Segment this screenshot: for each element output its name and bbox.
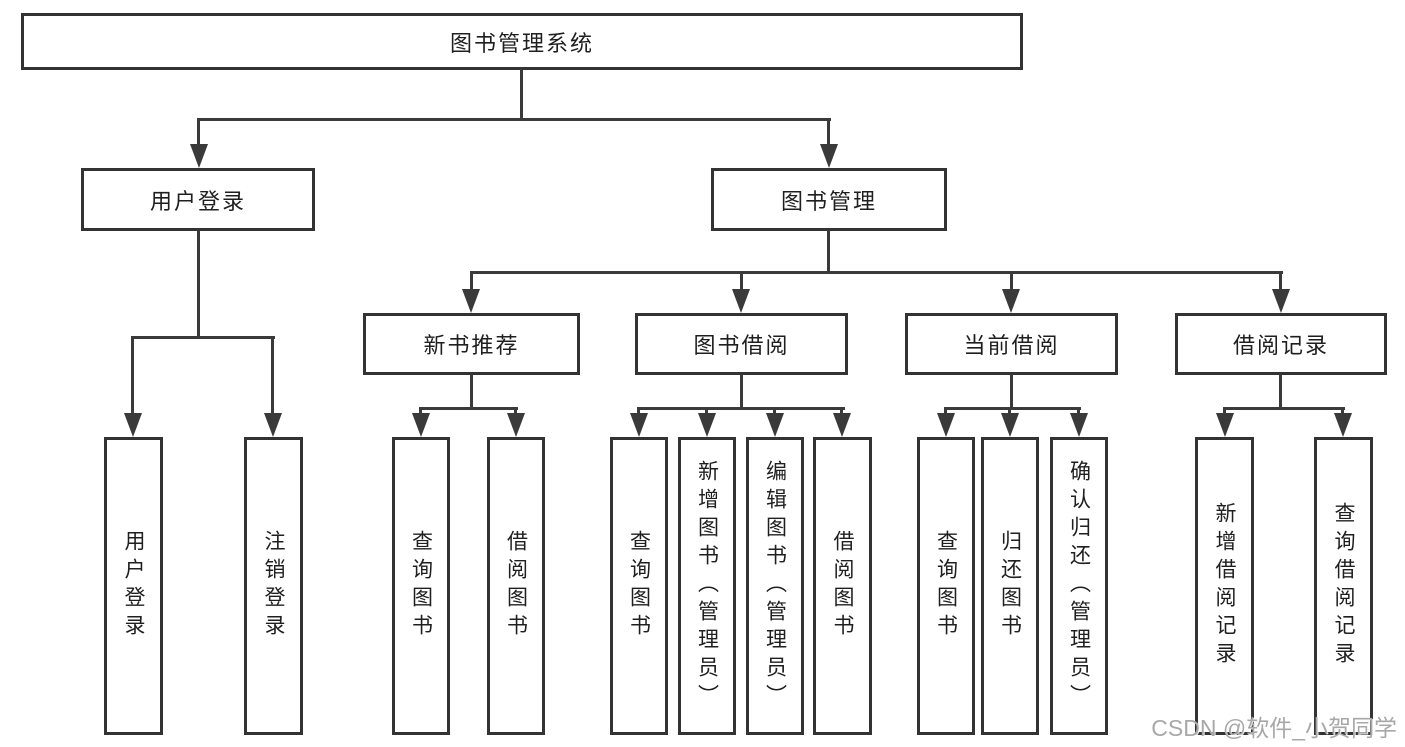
- arrow-down-icon: [1001, 413, 1019, 437]
- leaf-query-books-current: 查询图书: [917, 437, 975, 735]
- arrow-down-icon: [1334, 413, 1352, 437]
- connector-drop: [514, 407, 517, 417]
- node-book-borrowing: 图书借阅: [635, 313, 848, 375]
- arrow-down-icon: [630, 413, 648, 437]
- node-user-login: 用户登录: [81, 168, 315, 231]
- arrow-down-icon: [833, 413, 851, 437]
- connector-drop-new-book-rec: [470, 271, 473, 293]
- node-book-management: 图书管理: [711, 168, 947, 231]
- connector-current-borrow-rail: [944, 407, 1081, 410]
- node-label: 新书推荐: [423, 333, 520, 358]
- leaf-label: 查询借阅记录: [1332, 502, 1356, 670]
- leaf-label: 新增借阅记录: [1213, 502, 1237, 670]
- connector-drop: [840, 407, 843, 417]
- node-library-system: 图书管理系统: [21, 13, 1023, 70]
- connector-drop: [1077, 407, 1080, 417]
- arrow-down-icon: [507, 413, 525, 437]
- leaf-borrow-books: 借阅图书: [813, 437, 872, 735]
- leaf-confirm-return-admin: 确认归还（管理员）: [1050, 437, 1108, 735]
- node-current-borrowing: 当前借阅: [905, 313, 1118, 375]
- arrow-down-icon: [820, 144, 838, 168]
- leaf-query-books-rec: 查询图书: [392, 437, 450, 735]
- arrow-down-icon: [1002, 289, 1020, 313]
- leaf-add-books-admin: 新增图书（管理员）: [678, 437, 736, 735]
- leaf-borrow-books-rec: 借阅图书: [487, 437, 545, 735]
- node-label: 用户登录: [149, 188, 246, 214]
- leaf-label: 注销登录: [262, 530, 286, 642]
- arrow-down-icon: [1070, 413, 1088, 437]
- leaf-label: 确认归还（管理员）: [1067, 460, 1091, 712]
- node-borrowing-records: 借阅记录: [1175, 313, 1387, 375]
- connector-drop: [1008, 407, 1011, 417]
- node-new-book-recommendation: 新书推荐: [363, 313, 580, 375]
- connector-drop-leaf-logout: [271, 336, 274, 416]
- leaf-edit-books-admin: 编辑图书（管理员）: [746, 437, 804, 735]
- leaf-label: 新增图书（管理员）: [695, 460, 719, 712]
- connector-new-book-rec-stem: [470, 374, 473, 409]
- leaf-label: 借阅图书: [504, 530, 528, 642]
- connector-drop-user-login: [197, 118, 200, 148]
- connector-drop-book-borrow: [740, 271, 743, 293]
- connector-user-login-rail: [131, 336, 275, 339]
- csdn-watermark: CSDN @软件_小贺同学: [1151, 715, 1397, 741]
- arrow-down-icon: [412, 413, 430, 437]
- arrow-down-icon: [264, 413, 282, 437]
- connector-drop-borrow-records: [1279, 271, 1282, 293]
- connector-drop: [1223, 407, 1226, 417]
- node-label: 图书管理系统: [449, 30, 594, 56]
- leaf-label: 查询图书: [409, 530, 433, 642]
- arrow-down-icon: [937, 413, 955, 437]
- connector-borrow-records-stem: [1279, 374, 1282, 409]
- connector-book-mgmt-rail: [470, 271, 1283, 274]
- arrow-down-icon: [732, 289, 750, 313]
- node-label: 借阅记录: [1232, 333, 1329, 358]
- connector-drop: [419, 407, 422, 417]
- connector-root-stem: [520, 69, 523, 120]
- connector-drop-book-mgmt: [827, 118, 830, 148]
- connector-drop: [705, 407, 708, 417]
- node-label: 图书借阅: [693, 333, 790, 358]
- leaf-label: 查询图书: [627, 530, 651, 642]
- connector-drop: [773, 407, 776, 417]
- connector-root-rail: [197, 118, 831, 121]
- connector-drop-leaf-login: [131, 336, 134, 416]
- connector-current-borrow-stem: [1010, 374, 1013, 409]
- connector-borrow-records-rail: [1223, 407, 1345, 410]
- arrow-down-icon: [124, 413, 142, 437]
- arrow-down-icon: [190, 144, 208, 168]
- leaf-label: 查询图书: [934, 530, 958, 642]
- leaf-add-borrow-record: 新增借阅记录: [1195, 437, 1254, 735]
- leaf-return-books: 归还图书: [981, 437, 1039, 735]
- arrow-down-icon: [462, 289, 480, 313]
- connector-book-mgmt-stem: [827, 230, 830, 273]
- leaf-user-login: 用户登录: [104, 437, 163, 735]
- leaf-query-borrow-record: 查询借阅记录: [1314, 437, 1373, 735]
- node-label: 图书管理: [780, 188, 877, 214]
- connector-drop: [944, 407, 947, 417]
- leaf-label: 借阅图书: [831, 530, 855, 642]
- arrow-down-icon: [1216, 413, 1234, 437]
- node-label: 当前借阅: [963, 333, 1060, 358]
- connector-book-borrow-stem: [740, 374, 743, 409]
- connector-drop-current-borrow: [1010, 271, 1013, 293]
- leaf-logout: 注销登录: [244, 437, 303, 735]
- connector-user-login-stem: [197, 230, 200, 338]
- arrow-down-icon: [766, 413, 784, 437]
- leaf-label: 编辑图书（管理员）: [763, 460, 787, 712]
- arrow-down-icon: [698, 413, 716, 437]
- connector-new-book-rec-rail: [419, 407, 518, 410]
- leaf-label: 归还图书: [998, 530, 1022, 642]
- connector-drop: [637, 407, 640, 417]
- arrow-down-icon: [1272, 289, 1290, 313]
- connector-book-borrow-rail: [637, 407, 845, 410]
- connector-drop: [1341, 407, 1344, 417]
- leaf-query-books-borrow: 查询图书: [610, 437, 668, 735]
- leaf-label: 用户登录: [122, 530, 146, 642]
